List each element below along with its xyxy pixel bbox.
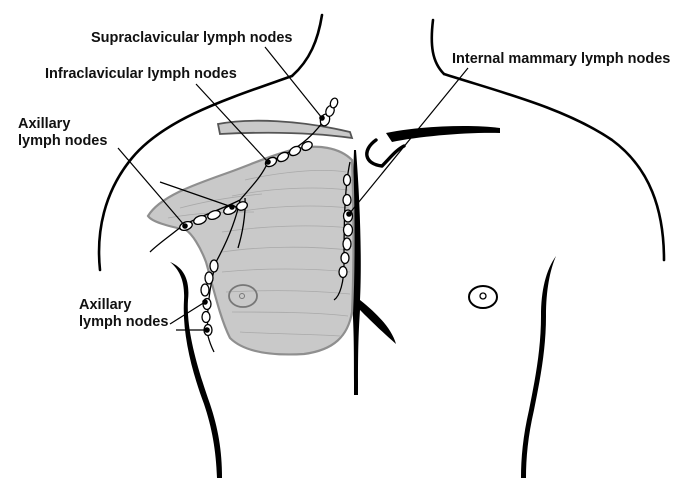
neck-left-outline: [290, 13, 324, 78]
label-supraclavicular-lymph-nodes: Supraclavicular lymph nodes: [91, 30, 293, 46]
left-nipple: [228, 284, 258, 308]
leader-axillary-upper-b: [159, 181, 233, 208]
right-shoulder-outline: [442, 72, 666, 262]
leader-infraclavicular: [195, 83, 269, 163]
left-torso-side: [170, 262, 222, 478]
leader-lines: [117, 46, 469, 333]
left-clavicle: [216, 119, 354, 140]
supraclavicular-nodes: [319, 97, 339, 127]
label-internal-mammary-lymph-nodes: Internal mammary lymph nodes: [452, 51, 671, 67]
sternal-notch: [365, 138, 406, 168]
leader-axillary-upper-a: [117, 147, 186, 227]
right-torso-side: [521, 256, 556, 478]
label-axillary-lymph-nodes-upper: Axillary lymph nodes: [18, 116, 107, 150]
right-nipple: [468, 285, 498, 309]
left-shoulder-outline: [97, 74, 294, 272]
label-axillary-lymph-nodes-lower: Axillary lymph nodes: [79, 297, 168, 331]
right-clavicle: [386, 125, 500, 142]
breast-fibers: [167, 170, 351, 337]
leader-supraclavicular: [264, 46, 323, 119]
label-axillary-upper-line2: lymph nodes: [18, 133, 108, 149]
label-axillary-upper-line1: Axillary: [18, 116, 71, 132]
internal-mammary-nodes: [338, 173, 354, 279]
leader-axillary-lower-a: [169, 301, 206, 325]
sternum-line: [352, 150, 396, 395]
breast-region: [146, 145, 355, 356]
label-axillary-lower-line1: Axillary: [79, 297, 132, 313]
label-axillary-lower-line2: lymph nodes: [79, 314, 169, 330]
label-infraclavicular-lymph-nodes: Infraclavicular lymph nodes: [45, 66, 237, 82]
leader-internal-mammary: [348, 67, 469, 215]
neck-right-outline: [430, 18, 446, 76]
